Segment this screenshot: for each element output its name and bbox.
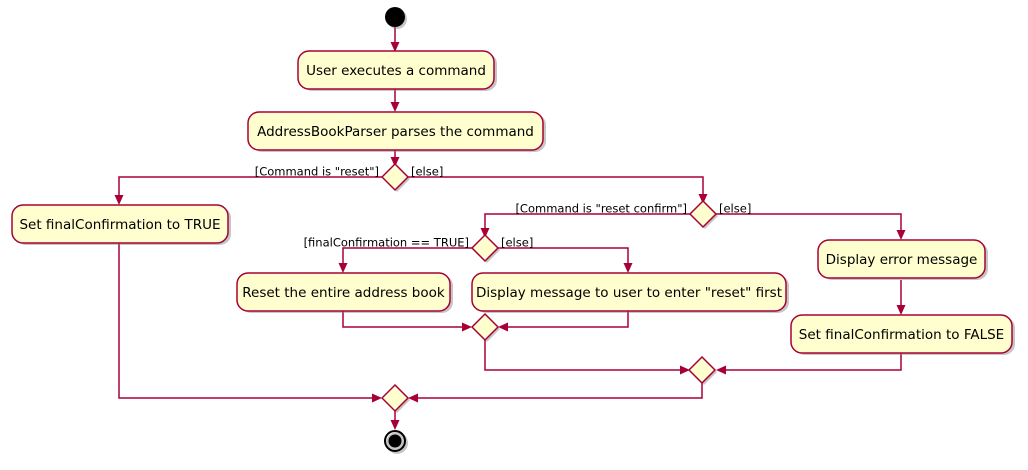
- guard-label-finalconfirmation-true: [finalConfirmation == TRUE]: [304, 236, 469, 250]
- decision-command-is-reset-confirm[interactable]: [688, 199, 718, 229]
- activity-display-error-message[interactable]: Display error message: [817, 239, 988, 280]
- activity-label: Set finalConfirmation to TRUE: [19, 217, 220, 233]
- arrow-d3-then-to-a4: [338, 263, 348, 273]
- edge-m1-to-m2: [484, 340, 684, 371]
- merge-node-inner-reset: [470, 312, 500, 342]
- arrow-d1-then-to-a3: [114, 195, 124, 205]
- arrow-a7-to-m2: [716, 365, 726, 375]
- arrow-d1-else-to-d2: [698, 194, 708, 204]
- edge-d3-else-to-a5: [498, 247, 629, 267]
- edge-d2-else-to-a6: [716, 213, 902, 234]
- activity-reset-the-entire-address-book[interactable]: Reset the entire address book: [236, 272, 453, 313]
- merge-node-reset-confirm: [687, 355, 717, 385]
- arrow-d3-else-to-a5: [623, 263, 633, 273]
- arrow-a3-to-m3: [372, 393, 382, 403]
- activity-user-executes-a-command[interactable]: User executes a command: [297, 50, 497, 91]
- arrow-a2-to-d1: [390, 157, 400, 167]
- merge-node-top-level: [380, 383, 410, 413]
- arrow-m3-to-end: [390, 420, 400, 430]
- arrow-start-to-a1: [390, 42, 400, 52]
- arrow-m1-to-m2: [680, 365, 690, 375]
- edge-a3-to-m3: [118, 243, 376, 399]
- arrow-a4-to-m1: [462, 322, 472, 332]
- edge-d3-then-to-a4: [342, 247, 472, 267]
- activity-set-finalconfirmation-to-true[interactable]: Set finalConfirmation to TRUE: [11, 204, 231, 245]
- activity-label: AddressBookParser parses the command: [257, 124, 534, 140]
- flow-edges: [114, 27, 906, 430]
- guard-label-command-is-reset-confirm: [Command is "reset confirm"]: [515, 202, 687, 216]
- activity-set-finalconfirmation-to-false[interactable]: Set finalConfirmation to FALSE: [790, 314, 1015, 355]
- edge-a7-to-m2: [722, 353, 902, 371]
- edge-m2-to-m3: [414, 383, 703, 399]
- edge-d1-else-to-d2: [408, 176, 704, 198]
- guard-label-d1-else: [else]: [411, 165, 443, 179]
- edge-d2-then-to-d3: [484, 213, 690, 232]
- arrow-a5-to-m1: [498, 322, 508, 332]
- guard-label-d2-else: [else]: [719, 202, 751, 216]
- activity-label: Display error message: [826, 252, 978, 268]
- activity-display-message-enter-reset-first[interactable]: Display message to user to enter "reset"…: [471, 272, 789, 313]
- activity-addressbookparser-parses-the-command[interactable]: AddressBookParser parses the command: [247, 111, 546, 152]
- activity-label: User executes a command: [306, 63, 486, 79]
- activity-label: Reset the entire address book: [242, 285, 445, 301]
- arrow-m2-to-m3: [408, 393, 418, 403]
- decision-command-is-reset[interactable]: [380, 162, 410, 192]
- arrow-d2-then-to-d3: [480, 228, 490, 238]
- activity-label: Display message to user to enter "reset"…: [476, 285, 782, 301]
- guard-label-d3-else: [else]: [501, 236, 533, 250]
- edge-a5-to-m1: [504, 311, 629, 328]
- edge-a4-to-m1: [342, 311, 466, 328]
- end-node: [384, 430, 408, 454]
- guard-label-command-is-reset: [Command is "reset"]: [255, 165, 379, 179]
- arrow-a1-to-a2: [390, 102, 400, 112]
- decision-finalconfirmation-is-true[interactable]: [470, 233, 500, 263]
- start-node: [385, 7, 407, 29]
- arrow-a6-to-a7: [896, 305, 906, 315]
- edge-d1-then-to-a3: [118, 176, 382, 199]
- activity-label: Set finalConfirmation to FALSE: [799, 327, 1004, 343]
- arrow-d2-else-to-a6: [896, 230, 906, 240]
